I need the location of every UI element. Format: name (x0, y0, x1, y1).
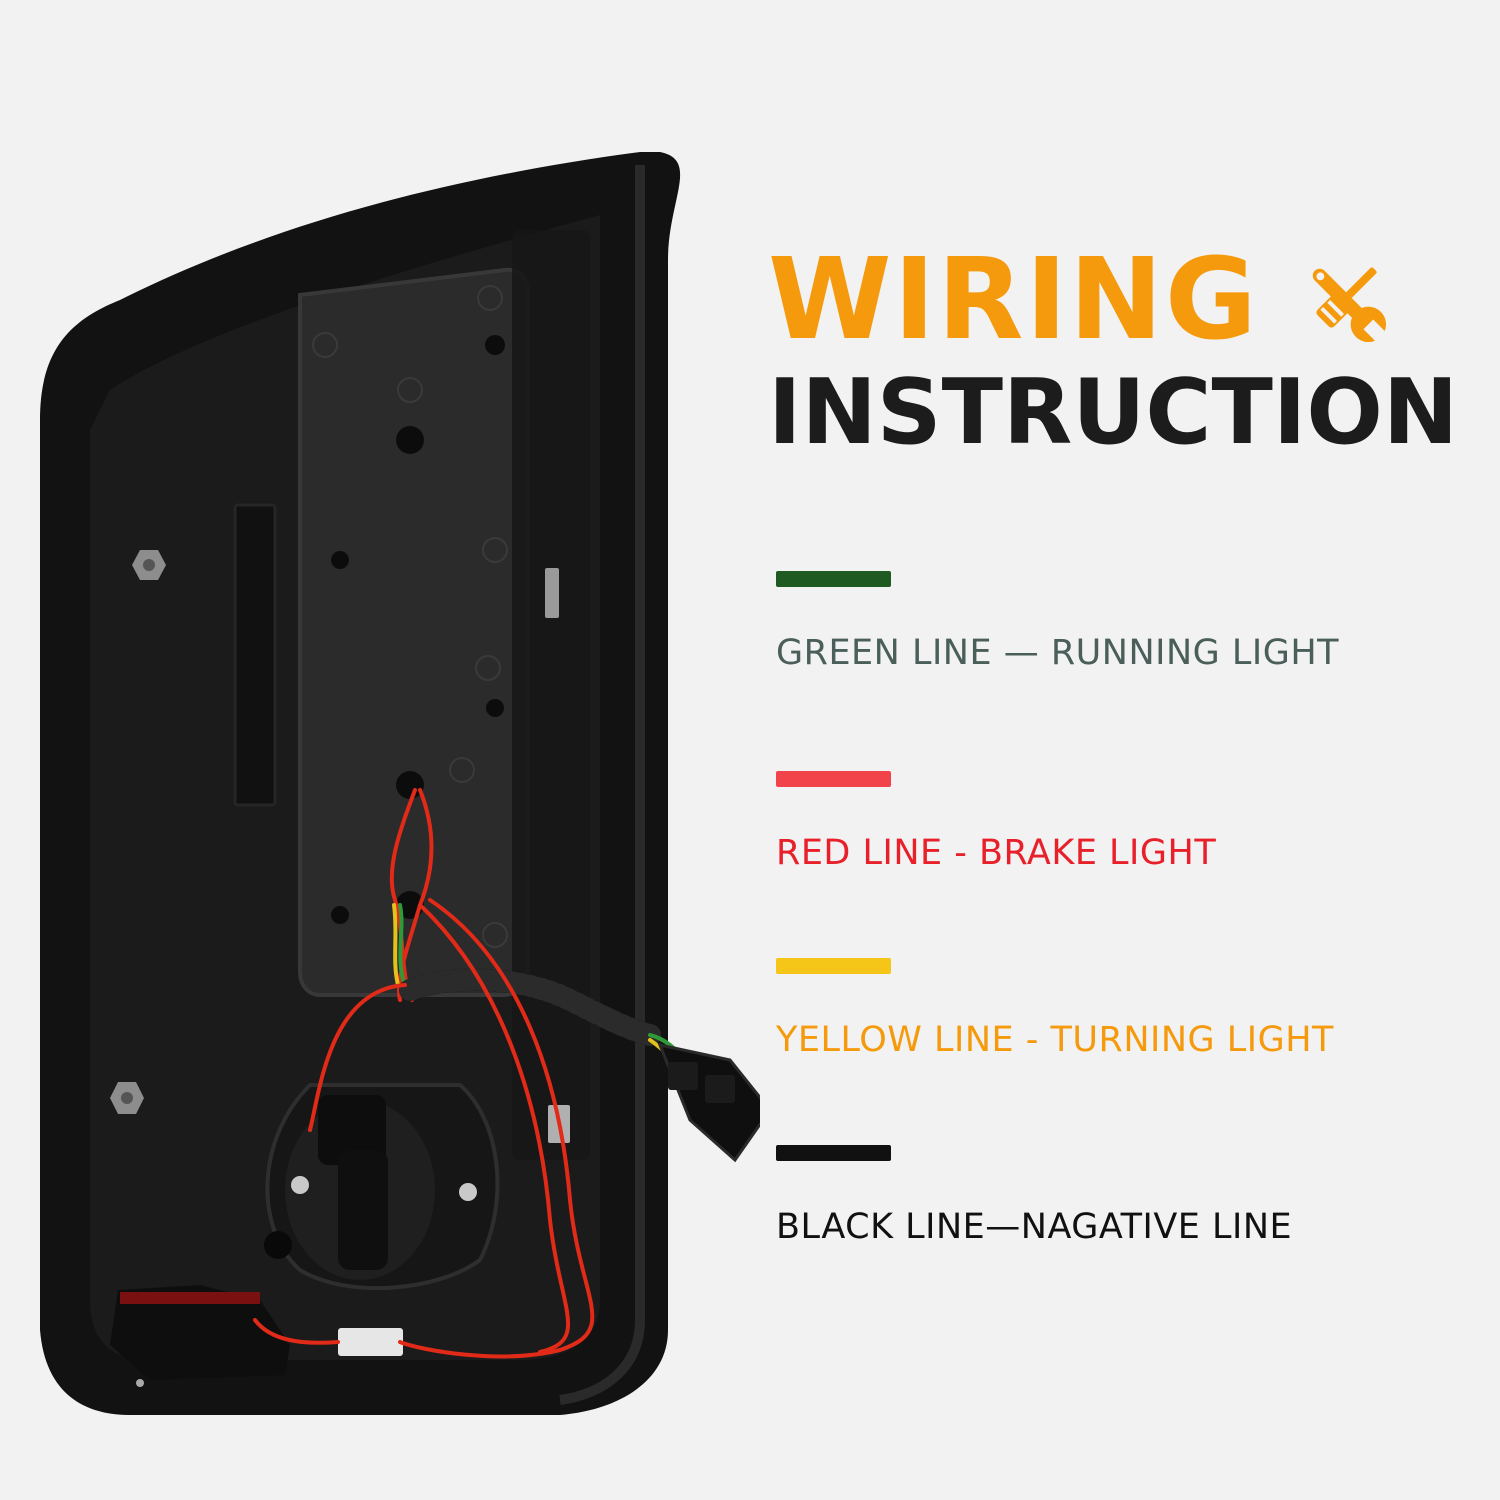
panel-holes (331, 335, 505, 924)
bulb-socket (264, 1083, 500, 1291)
wrench-screwdriver-icon (1312, 267, 1390, 346)
black-line-swatch (776, 1145, 891, 1161)
heading: WIRING INSTRUCTION (768, 240, 1468, 458)
legend-item-red: RED LINE - BRAKE LIGHT (776, 771, 1216, 873)
legend-label-green: GREEN LINE — RUNNING LIGHT (776, 633, 1340, 673)
mounting-nuts (110, 550, 166, 1114)
green-line-swatch (776, 571, 891, 587)
legend-label-red: RED LINE - BRAKE LIGHT (776, 833, 1217, 873)
tail-light-photo (40, 152, 760, 1415)
legend-item-yellow: YELLOW LINE - TURNING LIGHT (776, 958, 1333, 1060)
legend-item-black: BLACK LINE—NAGATIVE LINE (776, 1145, 1292, 1247)
title-instruction: INSTRUCTION (768, 360, 1459, 465)
red-line-swatch (776, 771, 891, 787)
inline-connector (338, 1328, 403, 1356)
wire-plug (657, 1042, 760, 1163)
legend-label-black: BLACK LINE—NAGATIVE LINE (776, 1207, 1293, 1247)
legend-label-yellow: YELLOW LINE - TURNING LIGHT (776, 1020, 1334, 1060)
legend-item-green: GREEN LINE — RUNNING LIGHT (776, 571, 1339, 673)
title-wiring: WIRING (768, 235, 1259, 365)
yellow-line-swatch (776, 958, 891, 974)
